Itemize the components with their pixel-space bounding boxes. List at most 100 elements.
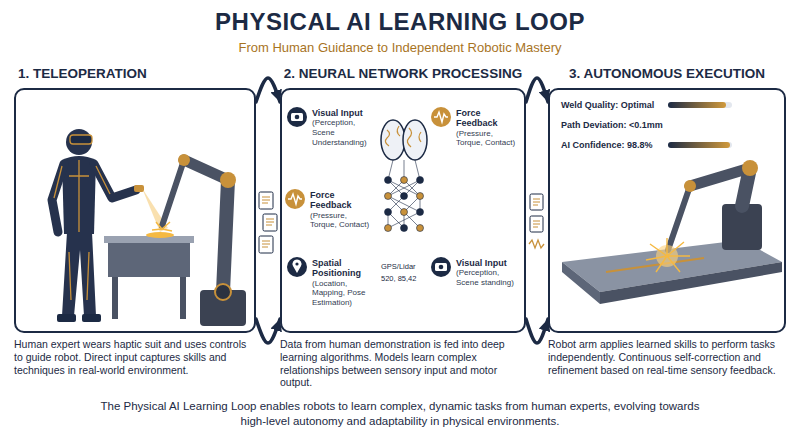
sensor-icons-part xyxy=(295,262,298,265)
neural-network-part xyxy=(385,209,392,216)
neural-network-part xyxy=(417,177,424,184)
neural-network-part xyxy=(417,209,424,216)
input-node: Visual Input(Perception, Scene Understan… xyxy=(286,106,378,150)
dashboard-metric: AI Confidence: 98.8% xyxy=(560,140,654,150)
output-documents-part-part xyxy=(533,221,540,227)
weld-sparks xyxy=(646,238,690,272)
teleoperator-figure-part xyxy=(54,160,110,300)
robot-arm-part xyxy=(223,180,228,292)
robot-arm-part xyxy=(178,154,190,166)
sensor-icons-part xyxy=(295,115,300,120)
input-node: Force Feedback(Pressure, Torque, Contact… xyxy=(284,188,376,232)
input-node: Force Feedback(Pressure, Torque, Contact… xyxy=(430,106,522,150)
input-detail: (Location, Mapping, Pose Estimation) xyxy=(312,279,376,308)
data-documents-part-part xyxy=(262,197,270,203)
brain-icon-part xyxy=(385,126,421,147)
output-documents-part-part xyxy=(530,194,543,210)
data-documents-part xyxy=(259,192,273,209)
workbench xyxy=(104,232,194,319)
workbench-part xyxy=(146,232,174,238)
output-documents-part xyxy=(529,240,544,248)
dashboard-metric: Weld Quality: Optimal xyxy=(560,100,655,110)
flow-arrow xyxy=(256,78,280,102)
metric-bars xyxy=(668,102,732,148)
teleoperator-figure-part xyxy=(66,129,92,155)
sensor-icons-part xyxy=(293,259,302,273)
sensor-icons-part xyxy=(291,113,303,121)
stage-panel: 1. TELEOPERATIONHuman expert wears hapti… xyxy=(14,88,256,333)
metric-bars-part xyxy=(668,102,732,108)
flow-arrow xyxy=(526,78,548,102)
flow-arrow xyxy=(256,319,280,343)
sensor-icons-part xyxy=(288,194,302,204)
neural-network-part xyxy=(417,193,424,200)
input-detail: (Perception, Scene Understanding) xyxy=(312,118,376,147)
diagram-caption: The Physical AI Learning Loop enables ro… xyxy=(90,399,710,428)
teleoperator-figure-part xyxy=(62,232,96,316)
welding-table-part xyxy=(606,258,704,272)
input-detail: (Pressure, Torque, Contact) xyxy=(456,129,520,148)
neural-network-part xyxy=(417,225,424,232)
workbench-part xyxy=(104,236,194,243)
autonomous-robot xyxy=(668,160,762,250)
sensor-icons-part xyxy=(431,107,451,127)
sensor-icons-part xyxy=(285,189,305,209)
flow-arrow xyxy=(526,319,548,343)
input-detail: (Pressure, Torque, Contact) xyxy=(310,211,374,230)
data-documents xyxy=(259,192,277,253)
subtitle: From Human Guidance to Independent Robot… xyxy=(0,40,800,55)
metric-bars-part xyxy=(668,142,732,148)
sensor-readout: GPS/Lidar xyxy=(380,262,417,271)
robot-arm-part xyxy=(162,160,184,226)
input-heading: Force Feedback xyxy=(310,190,374,211)
sensor-readout: 520, 85,42 xyxy=(380,274,417,283)
panel-description: Human expert wears haptic suit and uses … xyxy=(14,338,256,376)
neural-network-part xyxy=(401,225,408,232)
sensor-icons-part xyxy=(439,265,444,270)
sensor-icons-part xyxy=(431,257,451,277)
input-node: Visual Input(Perception, Scene standing) xyxy=(430,256,522,290)
stage-panel: 3. AUTONOMOUS EXECUTIONRobot arm applies… xyxy=(548,88,786,333)
input-node: Spatial Positioning(Location, Mapping, P… xyxy=(286,256,378,310)
data-documents-part xyxy=(259,236,273,253)
data-documents-part-part xyxy=(266,219,274,225)
teleoperator-figure-part xyxy=(57,314,76,322)
input-detail: (Perception, Scene standing) xyxy=(456,268,520,287)
panel-heading: 2. NEURAL NETWORK PROCESSING xyxy=(280,66,526,82)
sensor-icons-part xyxy=(434,112,448,122)
weld-sparks-part xyxy=(646,238,690,272)
panel-description: Robot arm applies learned skills to perf… xyxy=(548,338,786,376)
panel-heading: 1. TELEOPERATION xyxy=(14,66,256,82)
metric-bars-part xyxy=(668,102,726,108)
autonomous-robot-part xyxy=(668,186,690,250)
workbench-part xyxy=(108,243,190,277)
autonomous-robot-part xyxy=(742,160,758,176)
panel-heading: 3. AUTONOMOUS EXECUTION xyxy=(548,66,786,82)
output-documents-part xyxy=(530,194,543,210)
welding-table-part xyxy=(562,262,600,304)
neural-network xyxy=(385,160,424,232)
sensor-icons-part xyxy=(287,107,307,127)
dashboard-metric: Path Deviation: <0.1mm xyxy=(560,120,664,130)
brain-icon xyxy=(381,120,427,160)
neural-network-part xyxy=(385,177,392,184)
output-documents xyxy=(529,194,544,248)
workbench-part xyxy=(112,277,118,319)
neural-network-part xyxy=(388,160,420,228)
neural-network-part xyxy=(401,209,408,216)
robot-arm-part xyxy=(152,222,172,231)
output-documents-part-part xyxy=(530,216,543,232)
input-heading: Force Feedback xyxy=(456,108,520,129)
stage-panel: 2. NEURAL NETWORK PROCESSINGData from hu… xyxy=(280,88,526,333)
brain-icon-part xyxy=(403,120,427,160)
robot-arm xyxy=(152,154,246,326)
robot-arm-part xyxy=(220,172,236,188)
data-documents-part-part xyxy=(263,214,277,231)
input-heading: Visual Input xyxy=(456,258,520,268)
autonomous-robot-part xyxy=(690,168,750,186)
brain-icon-part xyxy=(381,120,405,160)
data-documents-part-part xyxy=(259,192,273,209)
workbench-part xyxy=(180,277,186,319)
neural-network-part xyxy=(385,225,392,232)
autonomous-robot-part xyxy=(684,180,696,192)
